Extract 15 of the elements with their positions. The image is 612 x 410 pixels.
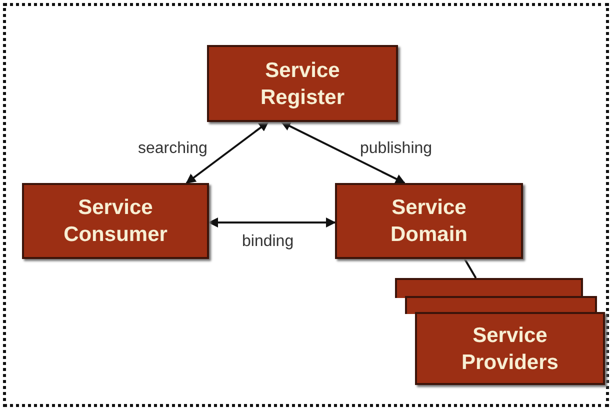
box-label: Service Register (259, 58, 346, 110)
connector-line (464, 258, 477, 278)
service-box (22, 183, 209, 259)
edge-label: binding (240, 233, 296, 251)
box-label: Service Providers (460, 322, 560, 376)
double-arrow (186, 121, 269, 184)
double-arrow (280, 121, 406, 184)
service-box (415, 312, 605, 385)
service-box (207, 45, 398, 122)
edge-label: searching (136, 140, 210, 158)
stacked-box (395, 278, 583, 298)
box-label: Service Domain (389, 195, 468, 248)
double-arrow (208, 218, 336, 228)
box-label: Service Consumer (62, 195, 168, 248)
service-box (335, 183, 523, 259)
